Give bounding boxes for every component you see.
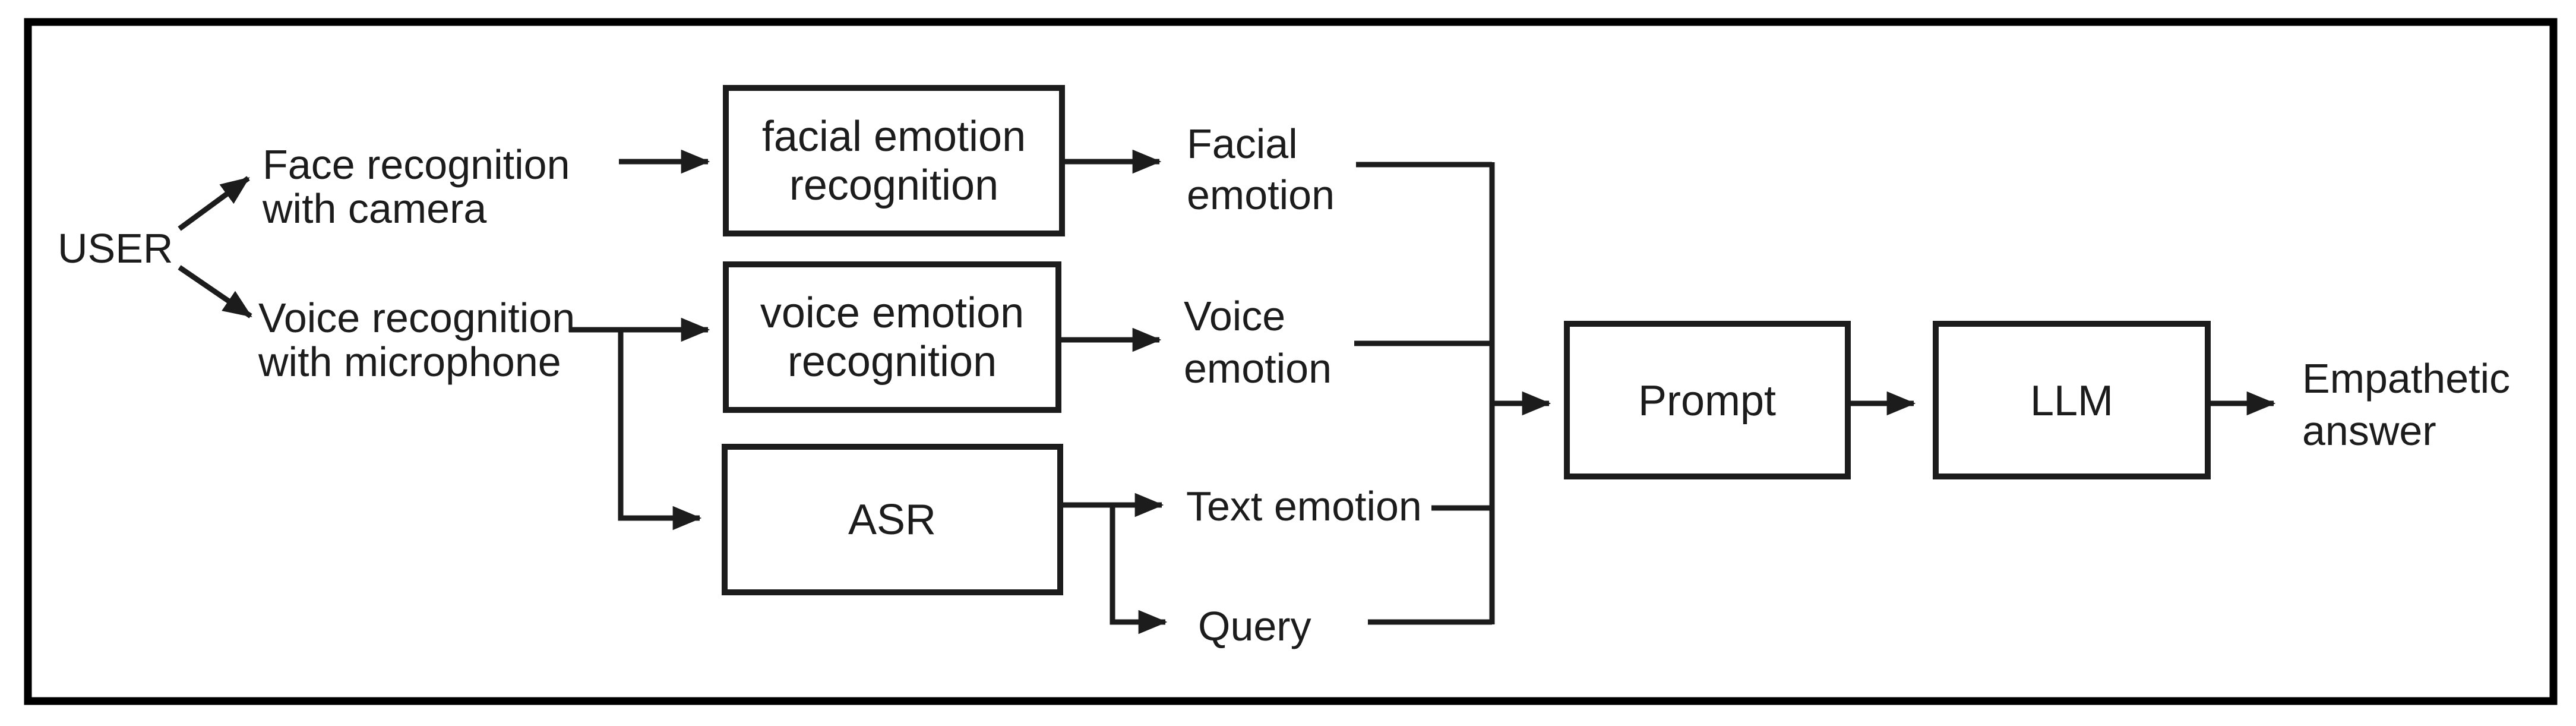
facial-emotion-output-label: Facial emotion (1187, 121, 1335, 218)
facial-emotion-line2: emotion (1187, 172, 1335, 218)
asr-box: ASR (722, 444, 1063, 595)
user-node-label: USER (58, 225, 173, 272)
voice-input-label: Voice recognition with microphone (258, 295, 575, 385)
voice-emotion-line2: emotion (1184, 345, 1332, 392)
empathetic-answer-line2: answer (2302, 408, 2436, 454)
text-emotion-output-label: Text emotion (1186, 483, 1422, 529)
llm-box: LLM (1933, 321, 2211, 479)
face-input-line1: Face recognition (263, 141, 570, 188)
query-output-label: Query (1198, 603, 1311, 649)
asr-rect (722, 444, 1063, 595)
voice-input-line1: Voice recognition (258, 295, 575, 341)
facial-box-line2: recognition (789, 162, 998, 209)
arrow-user-to-voice-input (178, 265, 252, 318)
arrow-voice-branch-to-asr (618, 330, 702, 531)
voice-emotion-line1: Voice (1184, 293, 1285, 339)
prompt-box: Prompt (1564, 321, 1851, 479)
empathetic-answer-line1: Empathetic (2302, 355, 2510, 402)
facial-emotion-recognition-rect (723, 85, 1065, 236)
arrow-asr-branch-to-query (1110, 505, 1168, 635)
voice-emotion-recognition-box: voice emotion recognition (723, 261, 1061, 413)
llm-box-label: LLM (2030, 377, 2113, 425)
voice-emotion-recognition-rect (723, 261, 1061, 413)
asr-box-label: ASR (848, 496, 936, 544)
llm-rect (1933, 321, 2211, 479)
voice-box-line1: voice emotion (760, 289, 1024, 337)
face-input-line2: with camera (262, 185, 486, 232)
empathetic-answer-label: Empathetic answer (2302, 355, 2510, 454)
facial-emotion-line1: Facial (1187, 121, 1298, 167)
voice-emotion-output-label: Voice emotion (1184, 293, 1332, 392)
facial-emotion-recognition-box: facial emotion recognition (723, 85, 1065, 236)
face-input-label: Face recognition with camera (262, 141, 570, 232)
facial-box-line1: facial emotion (762, 113, 1026, 160)
voice-box-line2: recognition (788, 338, 997, 386)
prompt-rect (1564, 321, 1851, 479)
prompt-box-label: Prompt (1638, 377, 1776, 425)
diagram-border (24, 18, 2558, 705)
voice-input-line2: with microphone (258, 339, 561, 385)
arrow-user-to-face-input (178, 176, 250, 231)
